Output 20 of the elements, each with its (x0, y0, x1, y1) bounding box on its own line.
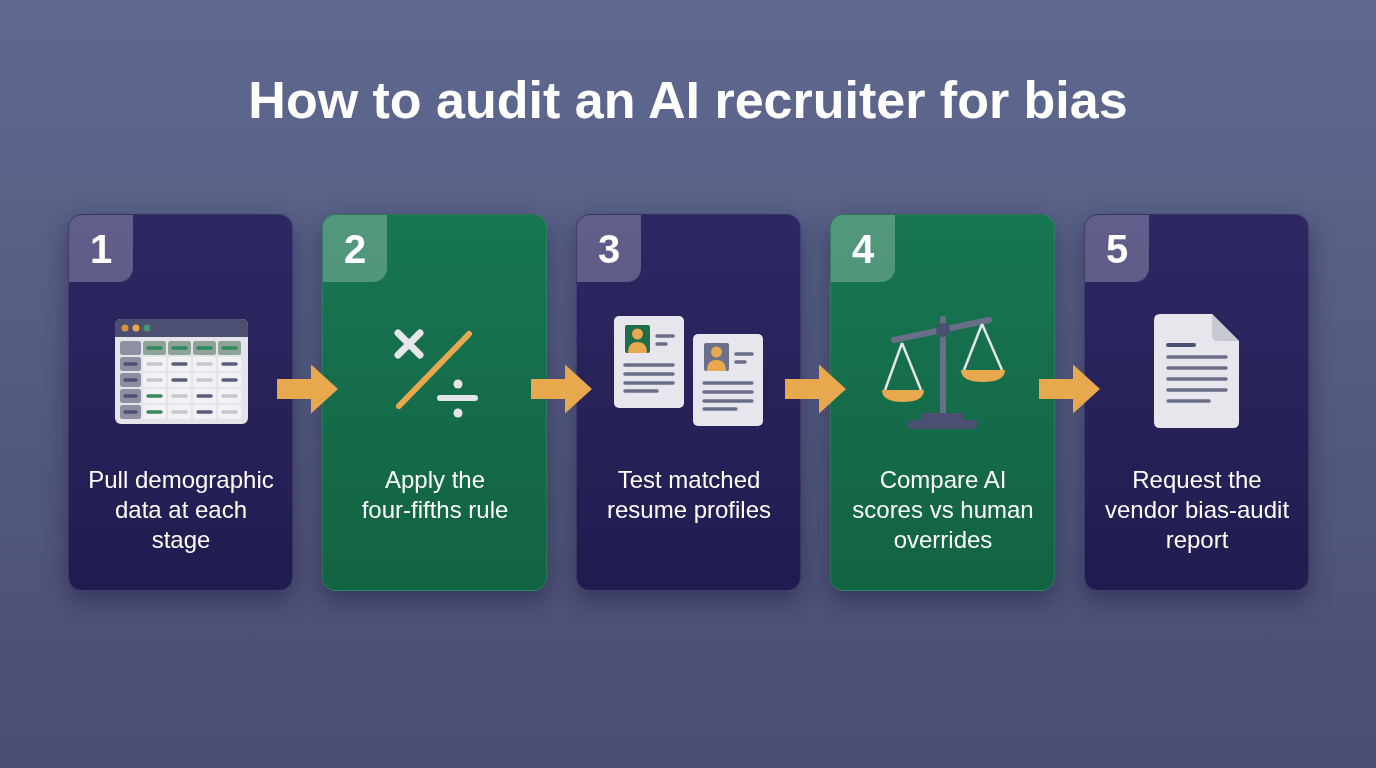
step-card (830, 214, 1055, 591)
step-number: 5 (1085, 215, 1149, 282)
step-card (1084, 214, 1309, 591)
diagram-title: How to audit an AI recruiter for bias (247, 70, 1129, 130)
step-description: Compare AI scores vs human overrides (851, 465, 1035, 555)
step-number: 2 (323, 215, 387, 282)
step-description: Pull demographic data at each stage (87, 465, 275, 555)
step-number: 4 (831, 215, 895, 282)
arrow (785, 364, 846, 414)
step-description: Test matched resume profiles (605, 465, 773, 525)
step-number: 3 (577, 215, 641, 282)
step-description: Apply the four-fifths rule (360, 465, 510, 525)
step-card (576, 214, 801, 591)
arrow (1039, 364, 1100, 414)
step-card (322, 214, 547, 591)
step-card (68, 214, 293, 591)
step-description: Request the vendor bias-audit report (1103, 465, 1291, 555)
arrow (277, 364, 338, 414)
arrow (531, 364, 592, 414)
step-number: 1 (69, 215, 133, 282)
